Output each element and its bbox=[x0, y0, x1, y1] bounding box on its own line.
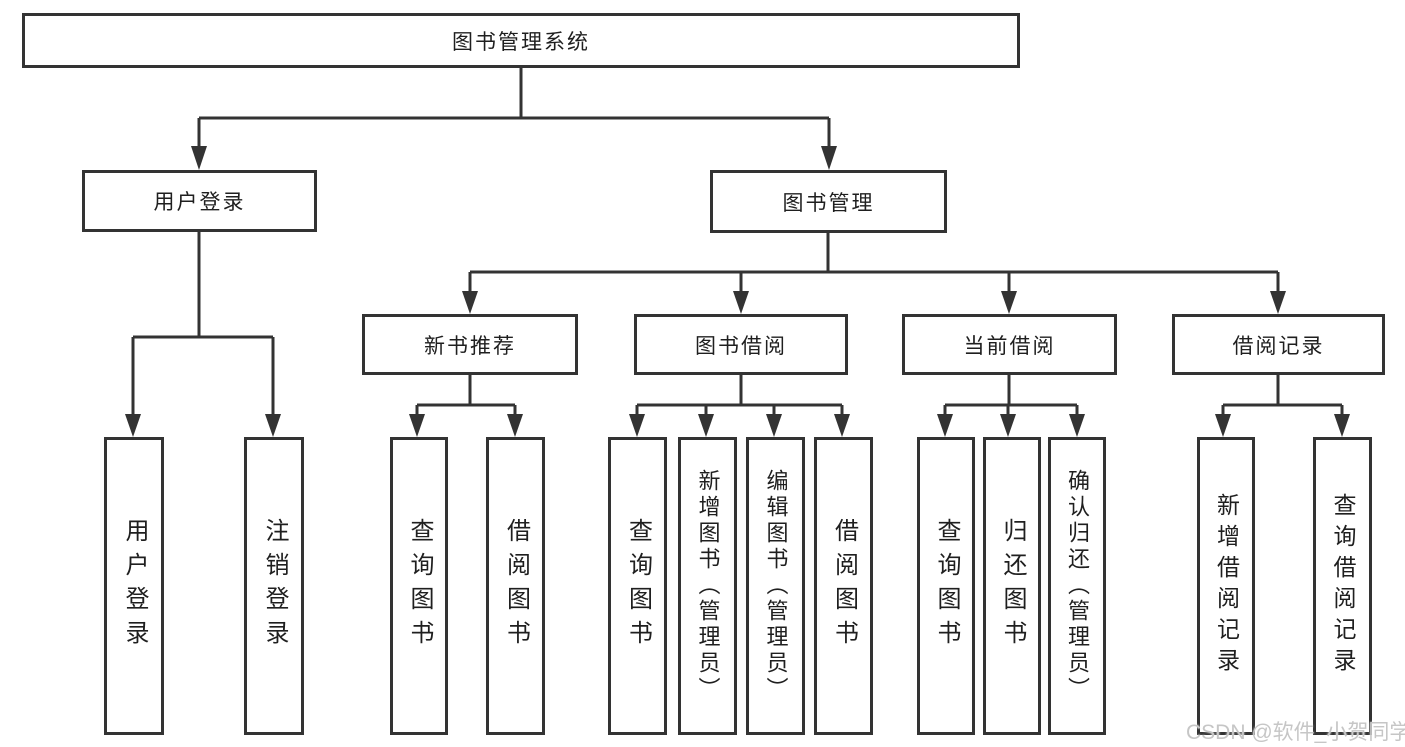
leaf-borrow-add-admin: 新增图书（管理员） bbox=[678, 437, 737, 735]
leaf-records-query: 查询借阅记录 bbox=[1313, 437, 1372, 735]
leaf-newbook-borrow: 借阅图书 bbox=[486, 437, 545, 735]
node-book-borrow: 图书借阅 bbox=[634, 314, 848, 375]
leaf-user-login-label: 用户登录 bbox=[121, 518, 148, 654]
node-user-login: 用户登录 bbox=[82, 170, 317, 232]
leaf-borrow-edit-admin: 编辑图书（管理员） bbox=[746, 437, 805, 735]
leaf-borrow-borrow-label: 借阅图书 bbox=[830, 518, 858, 654]
node-new-book-recommend-label: 新书推荐 bbox=[424, 334, 516, 358]
node-current-borrow: 当前借阅 bbox=[902, 314, 1117, 375]
leaf-current-return-label: 归还图书 bbox=[999, 518, 1026, 654]
node-book-management: 图书管理 bbox=[710, 170, 947, 233]
node-current-borrow-label: 当前借阅 bbox=[963, 334, 1056, 358]
leaf-logout-label: 注销登录 bbox=[261, 518, 288, 654]
node-root-system: 图书管理系统 bbox=[22, 13, 1020, 68]
leaf-current-confirm-admin-label: 确认归还（管理员） bbox=[1065, 469, 1090, 703]
leaf-borrow-query-label: 查询图书 bbox=[624, 518, 652, 654]
leaf-current-return: 归还图书 bbox=[983, 437, 1041, 735]
node-book-management-label: 图书管理 bbox=[782, 191, 875, 215]
node-book-borrow-label: 图书借阅 bbox=[695, 334, 787, 358]
leaf-newbook-borrow-label: 借阅图书 bbox=[502, 518, 530, 654]
leaf-current-confirm-admin: 确认归还（管理员） bbox=[1048, 437, 1106, 735]
leaf-logout: 注销登录 bbox=[244, 437, 304, 735]
node-borrow-records: 借阅记录 bbox=[1172, 314, 1385, 375]
leaf-borrow-edit-admin-label: 编辑图书（管理员） bbox=[763, 469, 789, 703]
node-user-login-label: 用户登录 bbox=[153, 191, 246, 214]
leaf-borrow-add-admin-label: 新增图书（管理员） bbox=[695, 469, 721, 703]
node-new-book-recommend: 新书推荐 bbox=[362, 314, 578, 375]
leaf-records-add: 新增借阅记录 bbox=[1197, 437, 1255, 735]
leaf-newbook-query: 查询图书 bbox=[390, 437, 448, 735]
leaf-borrow-query: 查询图书 bbox=[608, 437, 667, 735]
arrowhead-icons bbox=[125, 146, 1350, 437]
leaf-borrow-borrow: 借阅图书 bbox=[814, 437, 873, 735]
leaf-current-query: 查询图书 bbox=[917, 437, 975, 735]
node-root-label: 图书管理系统 bbox=[452, 30, 590, 54]
leaf-records-add-label: 新增借阅记录 bbox=[1213, 493, 1240, 679]
csdn-watermark: CSDN @软件_小贺同学 bbox=[1186, 721, 1405, 744]
leaf-user-login: 用户登录 bbox=[104, 437, 164, 735]
node-borrow-records-label: 借阅记录 bbox=[1232, 334, 1325, 358]
leaf-current-query-label: 查询图书 bbox=[933, 518, 960, 654]
leaf-records-query-label: 查询借阅记录 bbox=[1330, 493, 1356, 679]
leaf-newbook-query-label: 查询图书 bbox=[406, 518, 433, 654]
